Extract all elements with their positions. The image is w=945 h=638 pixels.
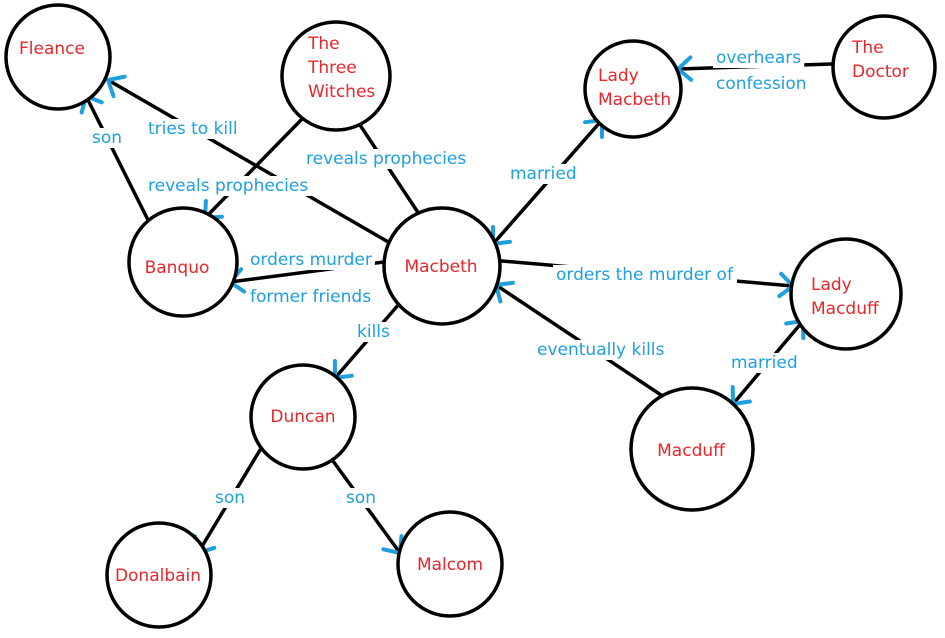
- node-circle: [396, 510, 504, 618]
- node-circle: [105, 521, 213, 629]
- node-label: Malcom: [417, 555, 483, 575]
- edge-label-text: son: [215, 488, 245, 508]
- node-donalbain[interactable]: Donalbain: [105, 521, 213, 629]
- node-label: Duncan: [270, 407, 335, 427]
- edge-line: [356, 120, 429, 228]
- edge-label-macduff-lady_macduff: married: [728, 353, 801, 373]
- label-backing: [354, 322, 394, 342]
- node-circle: [831, 14, 937, 120]
- arrow-head-icon: [106, 74, 127, 99]
- edge-line: [84, 94, 150, 222]
- label-backing: [534, 340, 668, 360]
- edge-label-macbeth-fleance: tries to kill: [145, 119, 241, 139]
- node-circle: [629, 386, 755, 512]
- edge-label-duncan-donalbain: son: [212, 488, 249, 508]
- node-label: Lady: [598, 66, 639, 86]
- edge-label-witches-macbeth: reveals prophecies: [303, 149, 470, 169]
- label-backing: [713, 74, 810, 94]
- edge-label-duncan-malcom: son: [343, 488, 380, 508]
- node-circle: [249, 363, 357, 471]
- edge-label-text: former friends: [250, 287, 371, 307]
- labels-layer: son tries to kill reveals prophecies reveal…: [89, 48, 810, 508]
- edge-line: [203, 116, 305, 220]
- edge-label-macbeth-banquo: orders murder former friends: [247, 250, 375, 307]
- node-label: The: [851, 38, 884, 58]
- edge-label-text: eventually kills: [537, 340, 665, 360]
- edge-label-text: overhears: [716, 48, 801, 68]
- edge-label-doctor-lady_macbeth: overhears confession: [713, 48, 810, 94]
- label-backing: [303, 149, 470, 169]
- edge-label-text: orders the murder of: [556, 265, 734, 285]
- node-label: The: [307, 34, 340, 54]
- label-backing: [247, 287, 375, 307]
- node-duncan[interactable]: Duncan: [249, 363, 357, 471]
- node-label: Banquo: [145, 258, 210, 278]
- edge-label-macbeth-lady_macduff: orders the murder of: [553, 265, 737, 285]
- edge-label-text: kills: [357, 322, 390, 342]
- edge-label-banquo-fleance: son: [89, 128, 126, 148]
- label-backing: [728, 353, 801, 373]
- edge-label-text: son: [92, 128, 122, 148]
- node-fleance[interactable]: Fleance: [4, 3, 112, 111]
- node-circle: [583, 39, 683, 139]
- edge-banquo-fleance: [79, 94, 150, 222]
- edge-label-text: son: [346, 488, 376, 508]
- edge-label-lady_macbeth-macbeth: married: [507, 164, 580, 184]
- label-backing: [212, 488, 249, 508]
- edge-witches-macbeth: [356, 120, 432, 228]
- label-backing: [553, 265, 737, 285]
- node-macduff[interactable]: Macduff: [629, 386, 755, 512]
- node-label: Macduff: [657, 441, 726, 461]
- node-malcom[interactable]: Malcom: [396, 510, 504, 618]
- node-circle: [382, 206, 502, 326]
- label-backing: [713, 48, 805, 68]
- edge-label-text: married: [510, 164, 577, 184]
- label-backing: [343, 488, 380, 508]
- edge-label-text: reveals prophecies: [148, 176, 308, 196]
- node-label: Macbeth: [598, 90, 671, 110]
- edge-label-macbeth-duncan: kills: [354, 322, 394, 342]
- edge-label-text: orders murder: [250, 250, 372, 270]
- node-banquo[interactable]: Banquo: [127, 206, 239, 318]
- node-circle: [280, 20, 392, 132]
- label-backing: [247, 250, 375, 270]
- label-backing: [145, 176, 312, 196]
- label-backing: [145, 119, 241, 139]
- edge-macbeth-fleance: [106, 74, 392, 245]
- edge-label-text: confession: [716, 74, 807, 94]
- node-label: Donalbain: [115, 566, 201, 586]
- edge-label-text: reveals prophecies: [306, 149, 466, 169]
- label-backing: [89, 128, 126, 148]
- node-label: Lady: [811, 275, 852, 295]
- edge-label-text: tries to kill: [148, 119, 238, 139]
- node-label: Three: [307, 58, 357, 78]
- label-backing: [507, 164, 580, 184]
- edge-label-text: married: [731, 353, 798, 373]
- node-label: Fleance: [19, 39, 85, 59]
- node-circle: [127, 206, 239, 318]
- node-macbeth[interactable]: Macbeth: [382, 206, 502, 326]
- node-label: Doctor: [852, 62, 909, 82]
- edge-label-macduff-macbeth: eventually kills: [534, 340, 668, 360]
- node-circle: [4, 3, 112, 111]
- node-label: Macbeth: [404, 257, 477, 277]
- edge-label-witches-banquo: reveals prophecies: [145, 176, 312, 196]
- node-label: Macduff: [811, 299, 880, 319]
- node-circle: [789, 237, 903, 351]
- node-label: Witches: [308, 82, 375, 102]
- edge-line: [106, 78, 392, 245]
